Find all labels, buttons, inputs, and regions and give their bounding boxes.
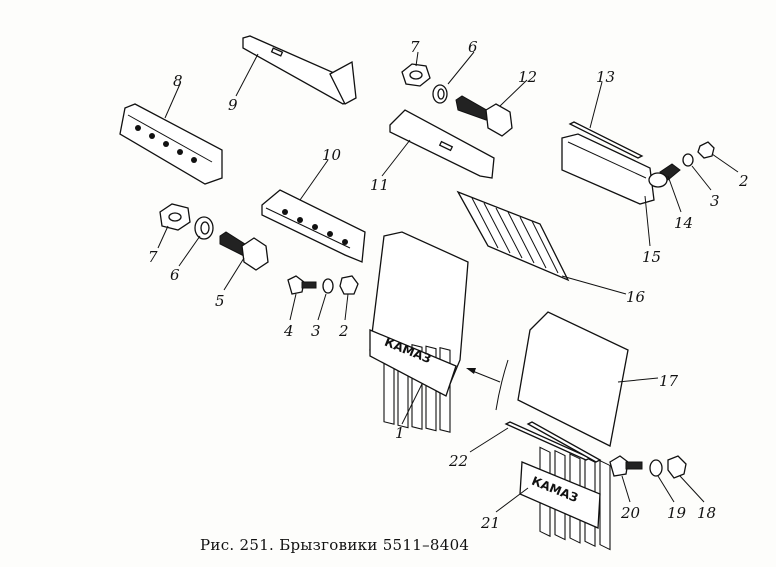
part-22-strip: [504, 421, 602, 463]
label-1: 1: [395, 424, 405, 442]
label-10: 10: [322, 146, 342, 164]
label-8: 8: [173, 72, 183, 90]
label-2: 2: [738, 172, 749, 190]
label-12: 12: [518, 68, 537, 86]
part-8-bracket: [119, 103, 223, 185]
part-21-flap: КАМАЗ: [519, 461, 601, 529]
label-3-left: 3: [311, 322, 321, 340]
label-19: 19: [667, 504, 687, 522]
leader-lines: [157, 51, 739, 513]
part-19-washer: [649, 459, 663, 477]
part-2-nut-top: [697, 141, 715, 159]
part-17-mudguard: [517, 311, 629, 551]
direction-arrow: [466, 359, 509, 411]
label-3: 3: [710, 192, 720, 210]
part-14-bolt-top: [648, 163, 681, 188]
part-3-washer-top: [682, 153, 694, 167]
part-1-mudguard: КАМАЗ: [369, 231, 469, 433]
part-4-bolt: [287, 275, 317, 295]
part-12-bolt: [455, 95, 513, 137]
part-18-nut: [667, 455, 687, 479]
part-16-grid: [456, 190, 570, 282]
part-7-nut-left: [159, 203, 191, 231]
label-7-left: 7: [148, 248, 158, 266]
part-6-washer-left: [194, 216, 214, 240]
part-15-flap: [561, 133, 655, 205]
part-6-washer-top: [432, 84, 448, 104]
label-5: 5: [215, 292, 225, 310]
label-6-left: 6: [170, 266, 180, 284]
part-5-bolt-left: [219, 231, 269, 271]
label-7: 7: [410, 38, 420, 56]
part-3-washer: [322, 278, 334, 294]
label-16: 16: [626, 288, 646, 306]
label-17: 17: [659, 372, 679, 390]
label-14: 14: [674, 214, 693, 232]
part-9-bracket: [242, 35, 357, 105]
figure-caption: Рис. 251. Брызговики 5511–8404: [200, 536, 470, 554]
label-15: 15: [642, 248, 661, 266]
part-10-bracket: [261, 189, 366, 263]
label-13: 13: [596, 68, 615, 86]
label-11: 11: [370, 176, 389, 194]
part-labels: 7 6 12 13 8 9 2 3 14 11 10 15 7 6 5 16 4…: [148, 38, 749, 532]
part-7-nut-top: [401, 63, 431, 87]
label-9: 9: [228, 96, 238, 114]
label-20: 20: [620, 504, 641, 522]
label-21: 21: [480, 514, 500, 532]
label-6: 6: [468, 38, 478, 56]
part-13-strip: [568, 121, 644, 159]
label-22: 22: [448, 452, 468, 470]
part-2-nut: [339, 275, 359, 295]
label-18: 18: [697, 504, 716, 522]
label-4: 4: [283, 322, 294, 340]
part-11-bracket: [389, 109, 495, 179]
label-2-left: 2: [338, 322, 349, 340]
part-20-bolt: [609, 455, 643, 477]
